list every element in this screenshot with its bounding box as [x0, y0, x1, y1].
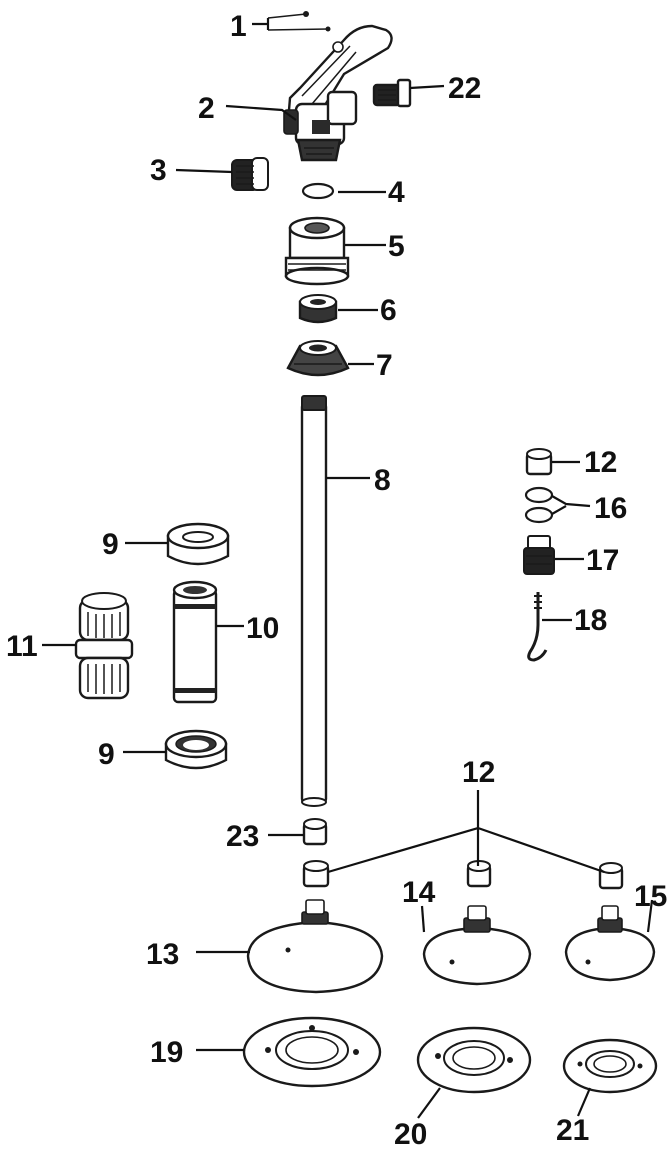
part-1-pin — [267, 11, 331, 32]
part-19-large-plate — [242, 1016, 382, 1088]
part-13-large-dome — [246, 899, 384, 994]
part-3-knob — [231, 157, 269, 191]
part-23-cap — [302, 818, 328, 846]
part-10-sleeve — [172, 580, 218, 704]
callout-16: 16 — [594, 492, 627, 525]
part-11-connector — [74, 592, 134, 700]
part-22-fitting — [372, 78, 412, 108]
callout-4: 4 — [388, 176, 405, 209]
callout-17: 17 — [586, 544, 619, 577]
part-17-valve-body — [523, 535, 555, 575]
callout-21: 21 — [556, 1114, 589, 1147]
part-4-o-ring — [301, 182, 335, 200]
callout-22: 22 — [448, 72, 481, 105]
leader-lines — [42, 18, 654, 1119]
part-6-nut — [298, 294, 338, 324]
callout-18: 18 — [574, 604, 607, 637]
callout-1: 1 — [230, 10, 247, 43]
callout-5: 5 — [388, 230, 405, 263]
callout-labels: 1 2 3 4 5 6 7 8 9 10 11 9 22 12 16 17 18… — [6, 10, 667, 1149]
part-18-hook — [527, 592, 548, 662]
part-7-cone-seal — [286, 340, 350, 377]
part-9-ring-bottom — [164, 729, 228, 770]
callout-8: 8 — [374, 464, 391, 497]
part-20-medium-plate — [416, 1026, 532, 1094]
callout-23: 23 — [226, 820, 259, 853]
part-21-small-plate — [562, 1038, 658, 1094]
callout-9-top: 9 — [102, 528, 119, 561]
callout-10: 10 — [246, 612, 279, 645]
part-9-ring-top — [166, 522, 230, 566]
callout-15: 15 — [634, 880, 667, 913]
part-12-cap-right-group — [525, 448, 553, 476]
callout-11: 11 — [6, 630, 38, 663]
part-16-o-rings — [524, 486, 554, 524]
callout-13: 13 — [146, 938, 179, 971]
part-14-medium-dome — [422, 905, 532, 986]
callout-20: 20 — [394, 1118, 427, 1149]
callout-12-bottom: 12 — [462, 756, 495, 789]
callout-7: 7 — [376, 349, 393, 382]
callout-2: 2 — [198, 92, 215, 125]
part-15-small-dome — [564, 905, 656, 982]
callout-12-right: 12 — [584, 446, 617, 479]
callout-19: 19 — [150, 1036, 183, 1069]
callout-6: 6 — [380, 294, 397, 327]
callout-3: 3 — [150, 154, 167, 187]
part-12-caps-bottom-group — [302, 860, 624, 890]
part-8-pole — [300, 395, 328, 807]
part-5-housing — [284, 216, 350, 286]
callout-9-bottom: 9 — [98, 738, 115, 771]
callout-14: 14 — [402, 876, 436, 909]
part-2-handle-valve — [283, 24, 393, 162]
